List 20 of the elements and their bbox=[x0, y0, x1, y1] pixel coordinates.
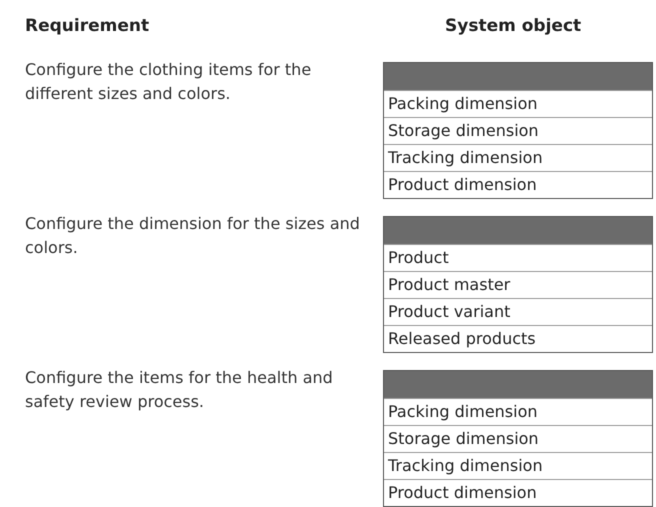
dropdown-list bbox=[383, 62, 653, 199]
list-option: Product dimension bbox=[384, 479, 652, 506]
list-option: Tracking dimension bbox=[384, 452, 652, 479]
list-option: Storage dimension bbox=[384, 425, 652, 452]
dropdown-list bbox=[383, 370, 653, 507]
list-option: Packing dimension bbox=[384, 90, 652, 117]
requirement-text: Configure the clothing items for the different sizes and colors. bbox=[25, 59, 312, 105]
list-option: Product master bbox=[384, 271, 652, 298]
list-option: Tracking dimension bbox=[384, 144, 652, 171]
list-option: Product bbox=[384, 244, 652, 271]
column-header: Requirement bbox=[25, 16, 150, 36]
list-option: Packing dimension bbox=[384, 398, 652, 425]
list-option: Released products bbox=[384, 325, 652, 352]
dropdown-list bbox=[383, 216, 653, 353]
list-option: Product dimension bbox=[384, 171, 652, 198]
column-header: System object bbox=[445, 16, 582, 36]
requirement-text: Configure the items for the health and safety review process. bbox=[25, 367, 334, 413]
list-option: Storage dimension bbox=[384, 117, 652, 144]
requirement-text: Configure the dimension for the sizes and colors. bbox=[25, 213, 361, 259]
list-option: Product variant bbox=[384, 298, 652, 325]
